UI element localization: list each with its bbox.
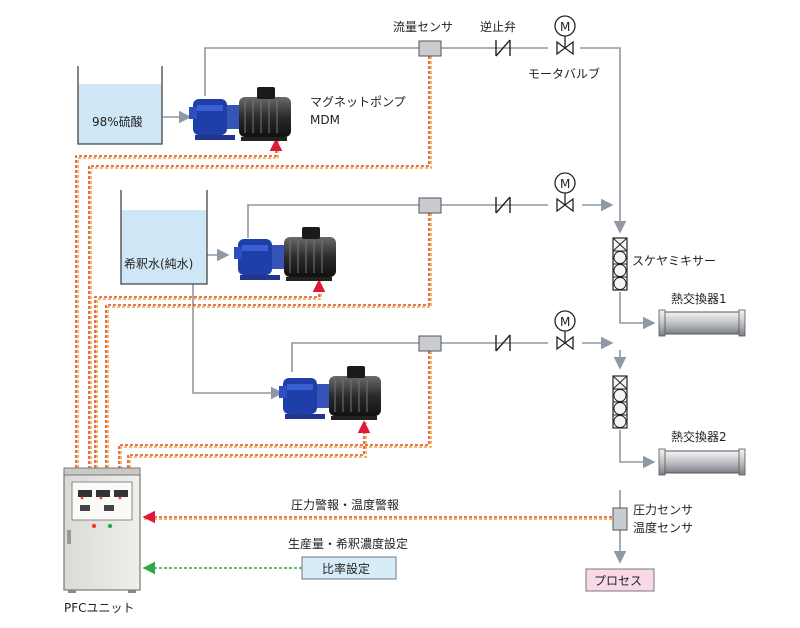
motor-valve-2-m: M [560,177,570,191]
pressure-sensor-label: 圧力センサ [633,503,693,517]
motor-valve-1[interactable]: M [554,15,576,55]
pump2-control-red [94,279,326,468]
static-mixer-1 [612,237,628,291]
water-discharge-pipe [247,204,548,238]
pfc-display-3 [114,490,128,497]
motor-valve-1-m: M [560,20,570,34]
pfc-display-2 [96,490,110,497]
check-valve-label: 逆止弁 [480,19,516,34]
pump-model-label: MDM [310,113,340,127]
flow-signal-2-red [105,213,430,468]
water-tank-label: 希釈水(純水) [124,256,193,271]
process-box [585,568,655,592]
heat-exchanger-2-label: 熱交換器2 [671,429,727,444]
flow-sensor-1 [418,40,442,57]
motor-valve-3[interactable]: M [554,310,576,350]
pump1-control-red [75,138,283,468]
mixer2-to-hx2-pipe [619,430,656,469]
motor-valve-label: モータバルブ [528,66,600,81]
water-suction-pipe-2 [192,283,284,400]
flow-sensor-label: 流量センサ [393,20,453,34]
ratio-setting-box[interactable] [301,556,397,580]
flow-sensor-3 [418,335,442,352]
flow-signal-3 [120,351,432,468]
pump2-control [96,281,322,468]
pfc-door-handle[interactable] [67,530,71,544]
acid-main-pipe [580,47,627,234]
heat-exchanger-1-label: 熱交換器1 [671,291,727,306]
magnet-pump-3[interactable] [278,365,382,421]
process-label: プロセス [594,574,642,588]
static-mixer-2 [612,375,628,429]
heat-exchanger-1 [658,309,746,337]
pfc-lamp-green [107,523,113,529]
flow-signal-2 [107,213,432,468]
pfc-unit[interactable] [63,467,141,593]
flow-signal-3-red [118,351,430,468]
pump3-control-red [127,420,371,468]
motor-valve-2[interactable]: M [554,172,576,212]
static-mixer-label: スケヤミキサー [632,254,716,268]
flow-signal-1 [90,56,432,468]
heat-exchanger-2 [658,448,746,476]
flow-sensor-2 [418,197,442,214]
acid-tank-label: 98%硫酸 [92,114,143,129]
pfc-unit-label: PFCユニット [64,601,135,615]
pressure-temp-sensor [612,507,628,531]
pfc-display-1 [78,490,92,497]
pump-name-label: マグネットポンプ [310,95,406,109]
magnet-pump-2[interactable] [233,226,337,282]
pfc-lamp-red [91,523,97,529]
pump3-control [129,422,367,468]
mixer1-to-hx1-pipe [619,292,656,330]
alarm-signal-label: 圧力警報・温度警報 [291,497,399,512]
pump1-control [77,140,279,468]
acid-tank: 98%硫酸 [77,66,163,145]
motor-valve-3-m: M [560,315,570,329]
production-setting-label: 生産量・希釈濃度設定 [288,536,408,551]
flow-signal-1-red [88,56,430,468]
water-tank: 希釈水(純水) [120,190,208,285]
temp-sensor-label: 温度センサ [633,520,693,535]
water-discharge-pipe-2 [291,342,548,372]
ratio-setting-label: 比率設定 [322,561,370,576]
